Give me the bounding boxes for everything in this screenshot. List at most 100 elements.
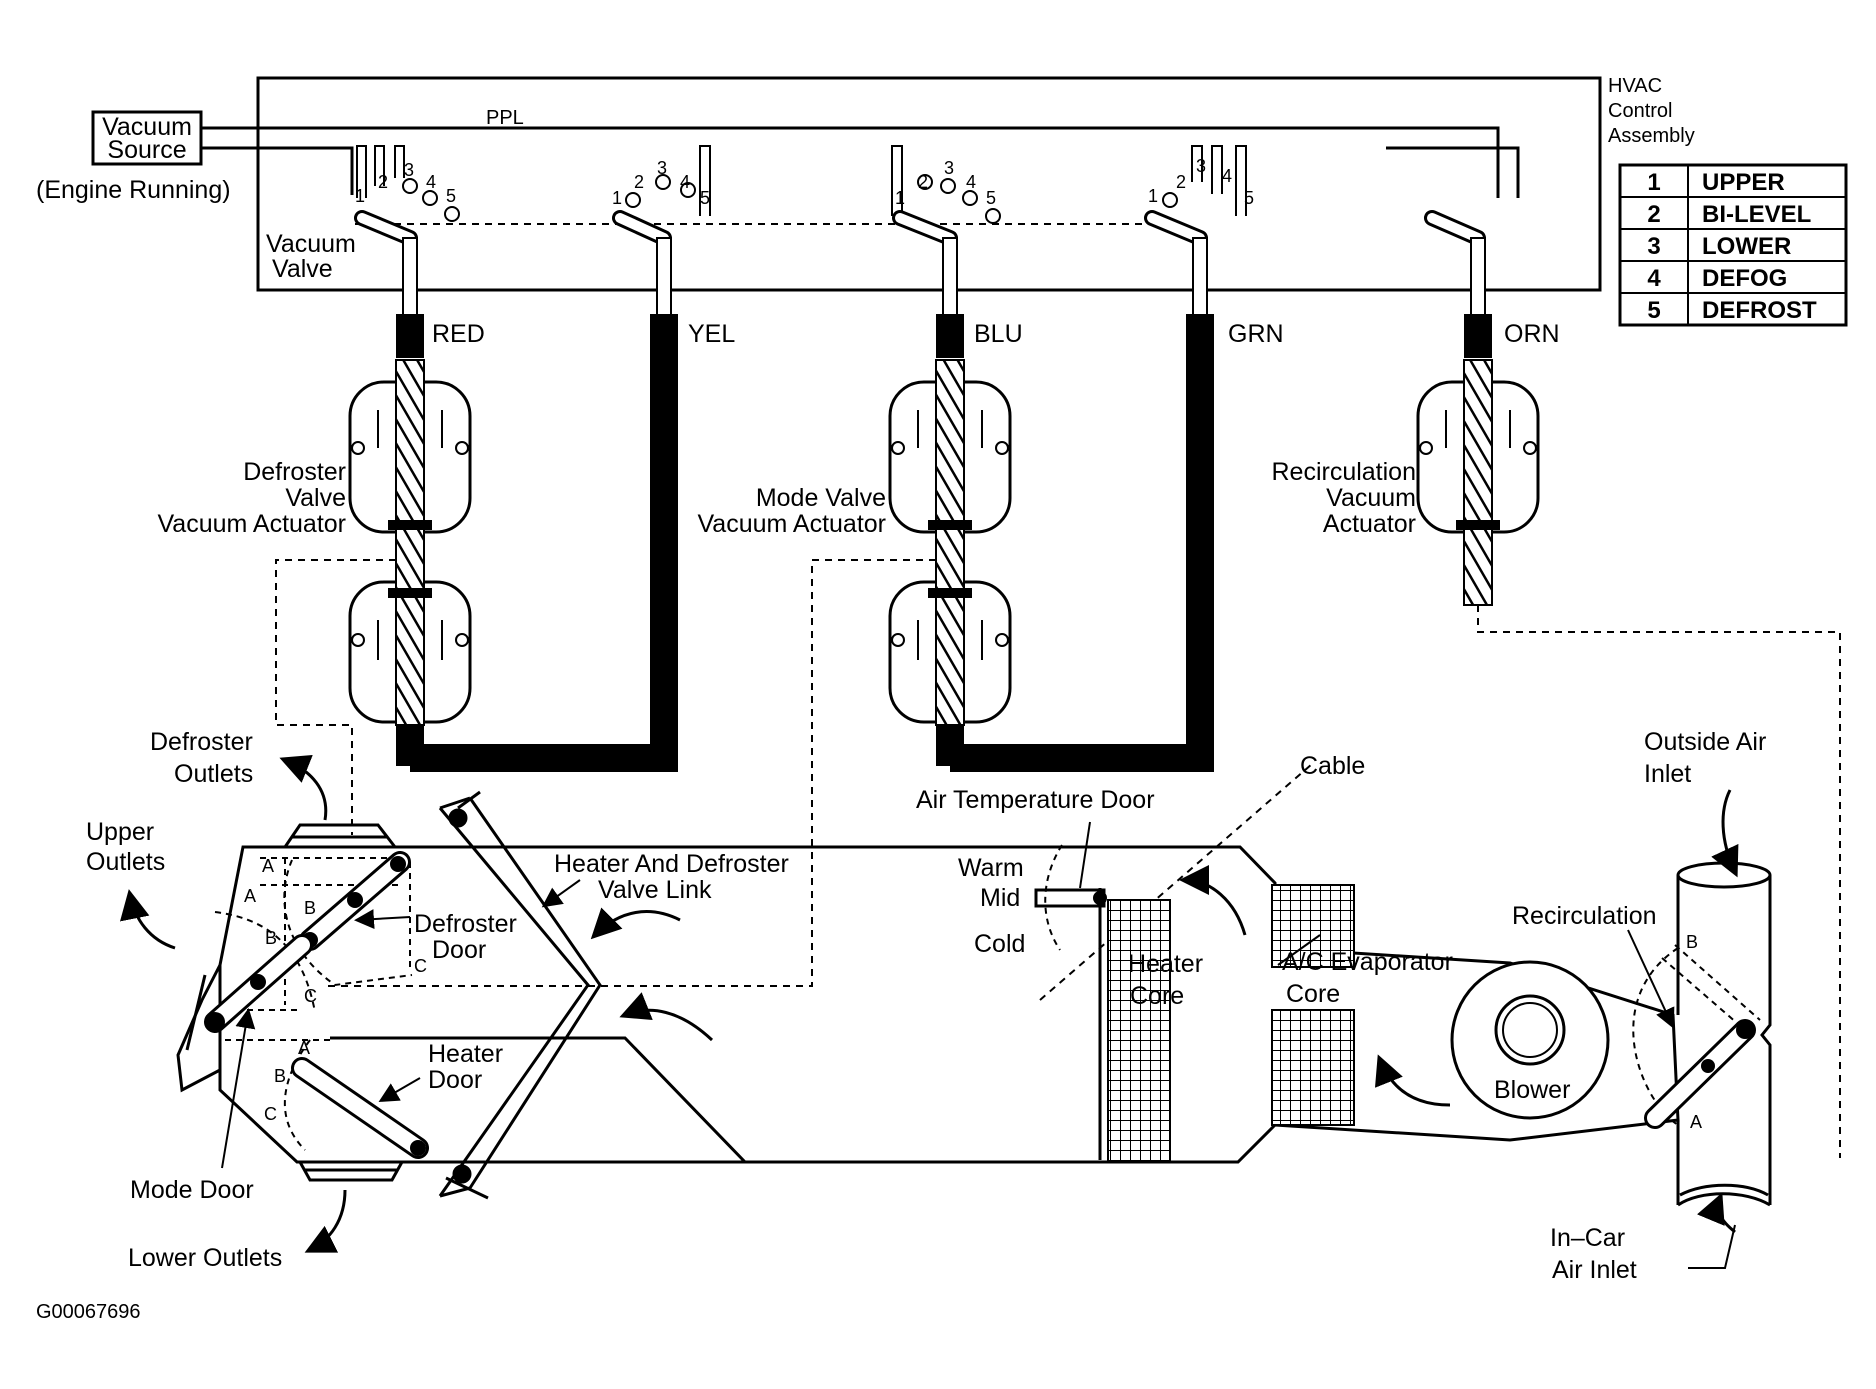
svg-text:3: 3 (657, 158, 667, 178)
svg-text:2: 2 (634, 172, 644, 192)
svg-text:C: C (414, 956, 427, 976)
svg-text:Defroster: Defroster (243, 458, 346, 486)
svg-text:3: 3 (944, 158, 954, 178)
svg-text:B: B (1686, 932, 1698, 952)
cable-label: Cable (1300, 752, 1365, 780)
ac-evaporator-core-bottom (1271, 1009, 1355, 1126)
hose-label-orn: ORN (1504, 320, 1560, 348)
recirculation-vacuum-actuator: Recirculation Vacuum Actuator (1271, 359, 1540, 606)
svg-text:B: B (274, 1066, 286, 1086)
svg-text:2: 2 (1176, 172, 1186, 192)
svg-text:Door: Door (428, 1066, 482, 1094)
svg-text:3: 3 (404, 160, 414, 180)
outside-air-inlet-label: Outside Air (1644, 728, 1766, 756)
svg-text:Valve Link: Valve Link (598, 876, 712, 904)
upper-outlets-label: Upper (86, 818, 154, 846)
valve-group-2: 1 2 3 4 5 (612, 145, 711, 319)
svg-text:Door: Door (432, 936, 486, 964)
in-car-air-inlet-label: In–Car (1550, 1224, 1625, 1252)
heater-defroster-valve-link (438, 790, 602, 1200)
svg-text:A: A (1690, 1112, 1702, 1132)
svg-text:Vacuum: Vacuum (102, 113, 192, 141)
svg-text:B: B (265, 928, 277, 948)
mid-label: Mid (980, 884, 1020, 912)
leader-lines (221, 821, 1736, 1269)
svg-text:1: 1 (1148, 186, 1158, 206)
svg-text:Mode Valve: Mode Valve (756, 484, 886, 512)
svg-text:Source: Source (107, 136, 186, 164)
valve-group-1: 1 2 3 4 5 (354, 145, 460, 319)
svg-text:1: 1 (612, 188, 622, 208)
svg-text:C: C (264, 1104, 277, 1124)
recirculation-door (1644, 944, 1761, 1129)
svg-text:DEFROST: DEFROST (1702, 297, 1817, 324)
defroster-outlets-label: Defroster (150, 728, 253, 756)
valve-group-3: 1 2 3 4 5 (891, 145, 1001, 319)
blower-label: Blower (1494, 1076, 1570, 1104)
svg-text:2: 2 (378, 172, 388, 192)
hose-label-grn: GRN (1228, 320, 1284, 348)
component-labels: Defroster Outlets Upper Outlets Defroste… (36, 728, 1766, 1323)
engine-running-note: (Engine Running) (36, 176, 231, 204)
hose-label-blu: BLU (974, 320, 1023, 348)
svg-text:UPPER: UPPER (1702, 169, 1785, 196)
hvac-label-line2: Control (1608, 100, 1672, 122)
hose-label-red: RED (432, 320, 485, 348)
figure-id: G00067696 (36, 1301, 141, 1323)
warm-label: Warm (958, 854, 1024, 882)
vacuum-hoses: RED YEL BLU GRN ORN (396, 314, 1560, 772)
hose-label-yel: YEL (688, 320, 735, 348)
svg-text:4: 4 (1647, 265, 1661, 292)
svg-text:Outlets: Outlets (86, 848, 165, 876)
lower-outlets-label: Lower Outlets (128, 1244, 282, 1272)
heater-core-label: Heater (1128, 950, 1203, 978)
heater-defroster-link-label: Heater And Defroster (554, 850, 789, 878)
svg-text:4: 4 (426, 172, 436, 192)
mode-door (204, 934, 313, 1033)
svg-text:Core: Core (1130, 982, 1184, 1010)
svg-text:5: 5 (446, 186, 456, 206)
svg-text:3: 3 (1647, 233, 1660, 260)
heater-door-label: Heater (428, 1040, 503, 1068)
hvac-label-line3: Assembly (1608, 125, 1695, 147)
svg-text:B: B (304, 898, 316, 918)
defroster-door-label: Defroster (414, 910, 517, 938)
svg-text:1: 1 (895, 188, 905, 208)
heater-core (1107, 899, 1171, 1163)
recirculation-label: Recirculation (1512, 902, 1657, 930)
valve-group-4: 1 2 3 4 5 (1144, 145, 1254, 319)
svg-text:Core: Core (1286, 980, 1340, 1008)
heater-door (291, 1057, 429, 1159)
svg-text:4: 4 (1222, 166, 1232, 186)
svg-text:4: 4 (966, 172, 976, 192)
svg-text:DEFOG: DEFOG (1702, 265, 1787, 292)
ppl-label: PPL (486, 107, 524, 129)
valve-group-5 (1424, 210, 1486, 319)
vacuum-valve-label-line2: Valve (272, 255, 333, 283)
svg-text:3: 3 (1196, 156, 1206, 176)
svg-text:A: A (262, 856, 274, 876)
svg-text:BI-LEVEL: BI-LEVEL (1702, 201, 1811, 228)
svg-text:A: A (298, 1038, 310, 1058)
svg-text:5: 5 (986, 188, 996, 208)
svg-text:1: 1 (1647, 169, 1660, 196)
airflow-arrows (120, 754, 1739, 1253)
svg-text:LOWER: LOWER (1702, 233, 1791, 260)
svg-text:4: 4 (680, 172, 690, 192)
svg-text:Recirculation: Recirculation (1271, 458, 1416, 486)
hvac-label-line1: HVAC (1608, 75, 1662, 97)
vacuum-source: Vacuum Source (Engine Running) (36, 110, 231, 204)
air-temperature-door (1034, 844, 1107, 951)
door-position-letters: A B C A B C A B C B A (244, 856, 1702, 1132)
mode-valve-actuator: Mode Valve Vacuum Actuator (697, 359, 1012, 726)
svg-text:Inlet: Inlet (1644, 760, 1691, 788)
svg-text:Vacuum Actuator: Vacuum Actuator (697, 510, 886, 538)
cold-label: Cold (974, 930, 1025, 958)
ac-evaporator-core-top (1271, 884, 1355, 968)
svg-text:A: A (244, 886, 256, 906)
svg-text:C: C (304, 986, 317, 1006)
actuator-linkages (275, 559, 1841, 1158)
svg-text:Actuator: Actuator (1323, 510, 1416, 538)
